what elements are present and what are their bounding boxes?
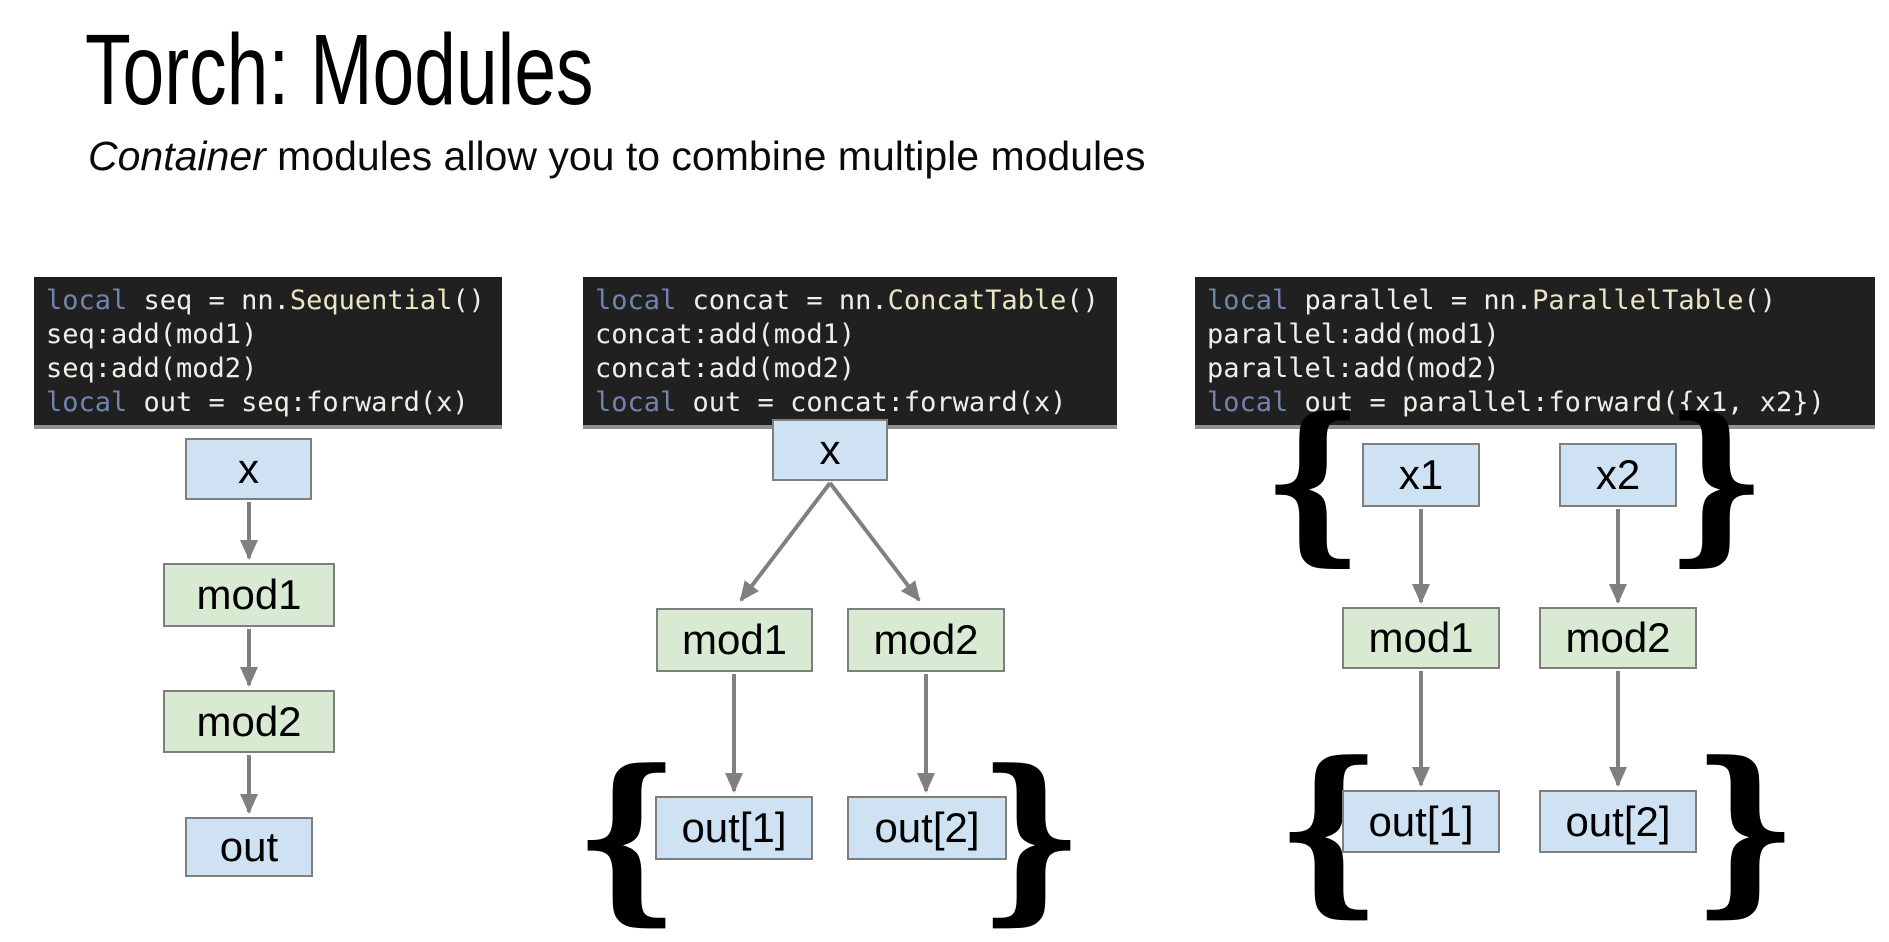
node-x1: x1 — [1362, 443, 1480, 507]
node-x: x — [185, 438, 312, 500]
node-out1: out[1] — [655, 796, 813, 860]
page-title: Torch: Modules — [85, 14, 594, 126]
close-brace: } — [977, 731, 1085, 942]
node-mod2: mod2 — [1539, 607, 1697, 669]
diagram-concat-table: x mod1 mod2 out[1] out[2] { } — [573, 410, 1120, 942]
node-mod1: mod1 — [656, 608, 813, 672]
node-mod2: mod2 — [163, 690, 335, 753]
node-out: out — [185, 817, 313, 877]
code-block-parallel-table: local parallel = nn.ParallelTable()paral… — [1195, 277, 1875, 429]
code-block-concat-table: local concat = nn.ConcatTable()concat:ad… — [583, 277, 1117, 429]
node-out2: out[2] — [847, 796, 1007, 860]
open-brace-top: { — [1262, 379, 1364, 582]
node-mod1: mod1 — [163, 563, 335, 627]
open-brace: { — [573, 731, 681, 942]
subtitle-italic-word: Container — [88, 133, 266, 179]
diagram-sequential: x mod1 mod2 out — [100, 410, 400, 912]
code-block-sequential: local seq = nn.Sequential()seq:add(mod1)… — [34, 277, 502, 429]
page-subtitle: Container modules allow you to combine m… — [88, 133, 1145, 180]
node-x2: x2 — [1559, 443, 1677, 507]
node-out1: out[1] — [1342, 790, 1500, 853]
diagram-parallel-table: { x1 x2 } mod1 mod2 { out[1] out[2] } — [1262, 379, 1840, 934]
close-brace-bottom: } — [1691, 723, 1799, 934]
node-out2: out[2] — [1539, 790, 1697, 853]
node-mod2: mod2 — [847, 608, 1005, 672]
close-brace-top: } — [1665, 379, 1767, 582]
node-mod1: mod1 — [1342, 607, 1500, 669]
subtitle-rest: modules allow you to combine multiple mo… — [265, 133, 1146, 179]
node-x: x — [772, 419, 888, 481]
